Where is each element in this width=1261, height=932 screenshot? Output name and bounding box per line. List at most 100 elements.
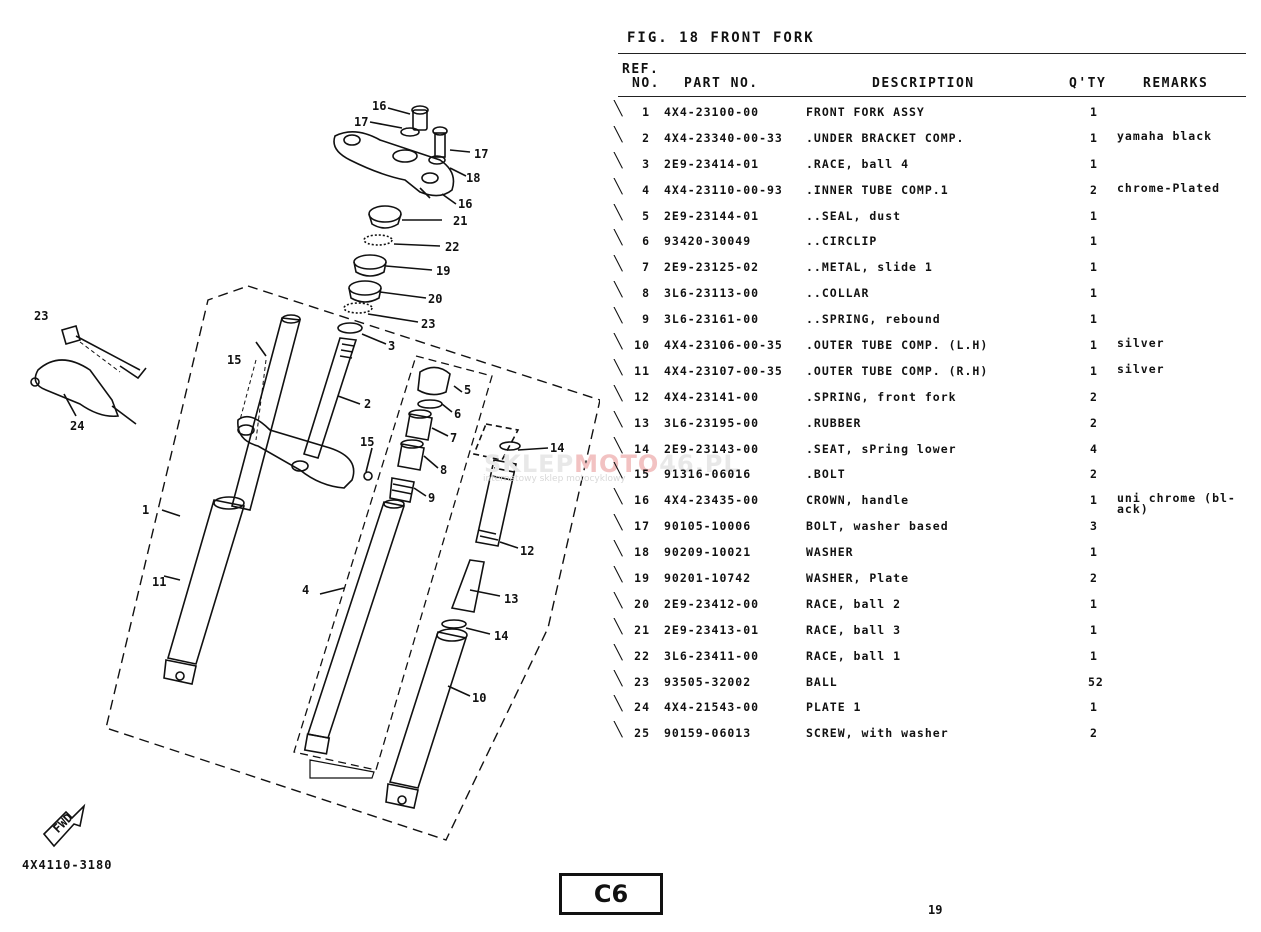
callout-20: 19	[436, 264, 450, 278]
qty-cell: 1	[1090, 208, 1098, 223]
part-number-cell: 3L6-23113-00	[664, 286, 760, 301]
part-number-cell: 2E9-23413-01	[664, 622, 760, 637]
callout-17b: 17	[474, 147, 488, 161]
callout-5: 5	[464, 383, 471, 397]
check-mark-icon: ╲	[614, 256, 624, 273]
check-mark-icon: ╲	[614, 126, 624, 143]
description-cell: CROWN, handle	[806, 493, 910, 508]
callout-4: 4	[302, 583, 309, 597]
description-cell: .UNDER BRACKET COMP.	[806, 130, 965, 145]
description-cell: ..METAL, slide 1	[806, 260, 933, 275]
section-badge: C6	[559, 873, 663, 915]
part-number-cell: 2E9-23412-00	[664, 596, 760, 611]
ref-cell: 12	[634, 389, 650, 404]
callout-13: 13	[504, 592, 518, 606]
description-cell: BALL	[806, 674, 838, 689]
description-cell: BOLT, washer based	[806, 519, 949, 534]
callout-1: 1	[142, 503, 149, 517]
description-cell: RACE, ball 2	[806, 596, 902, 611]
qty-cell: 1	[1090, 596, 1098, 611]
part-number-cell: 4X4-23100-00	[664, 105, 760, 119]
description-cell: .BOLT	[806, 467, 846, 482]
catalog-number: 4X4110-3180	[22, 858, 113, 872]
fwd-arrow-label: FWD	[50, 811, 75, 836]
callout-7: 7	[450, 431, 457, 445]
page-number: 19	[928, 903, 943, 917]
part-number-cell: 4X4-23435-00	[664, 493, 760, 508]
part-number-cell: 3L6-23195-00	[664, 415, 760, 430]
description-cell: .SPRING, front fork	[806, 389, 957, 404]
check-mark-icon: ╲	[614, 334, 624, 351]
check-mark-icon: ╲	[614, 101, 624, 117]
ref-cell: 5	[642, 208, 650, 223]
check-mark-icon: ╲	[614, 592, 624, 609]
description-cell: ..SPRING, rebound	[806, 312, 941, 327]
qty-cell: 2	[1090, 467, 1098, 482]
header-divider	[618, 96, 1246, 97]
description-cell: ..COLLAR	[806, 286, 870, 301]
part-number-cell: 2E9-23144-01	[664, 208, 760, 223]
check-mark-icon: ╲	[614, 411, 624, 428]
callout-14b: 14	[494, 629, 508, 643]
qty-cell: 1	[1090, 260, 1098, 275]
title-divider	[618, 53, 1246, 54]
description-cell: PLATE 1	[806, 700, 862, 715]
part-number-cell: 90105-10006	[664, 519, 752, 534]
ref-cell: 9	[642, 312, 650, 327]
callout-17a: 16	[372, 99, 386, 113]
part-number-cell: 4X4-23106-00-35	[664, 338, 783, 353]
ref-cell: 2	[642, 130, 650, 145]
description-cell: SCREW, with washer	[806, 726, 949, 741]
description-cell: WASHER	[806, 545, 854, 560]
watermark-sub: internetowy sklep motocyklowy	[483, 474, 626, 484]
ref-cell: 15	[634, 467, 650, 482]
ref-cell: 18	[634, 545, 650, 560]
part-number-cell: 2E9-23414-01	[664, 156, 760, 171]
header-remarks: REMARKS	[1143, 76, 1209, 91]
ref-cell: 6	[642, 234, 650, 249]
ref-cell: 4	[642, 182, 650, 197]
qty-cell: 2	[1090, 571, 1098, 586]
ref-cell: 21	[634, 622, 650, 637]
remarks-cell: silver	[1117, 336, 1165, 351]
qty-cell: 2	[1090, 182, 1098, 197]
callout-14a: 14	[550, 441, 564, 455]
ref-cell: 14	[634, 441, 650, 456]
callout-15b: 15	[360, 435, 374, 449]
callout-25: 24	[70, 419, 84, 433]
header-description: DESCRIPTION	[872, 76, 975, 91]
exploded-diagram: 16 17 17 18 16 21 22 19 20 23 3 2 15 15 …	[30, 99, 600, 848]
ref-cell: 22	[634, 648, 650, 663]
part-number-cell: 93505-32002	[664, 674, 752, 689]
qty-cell: 1	[1090, 234, 1098, 249]
qty-cell: 1	[1090, 105, 1098, 119]
header-ref-line1: REF.	[622, 62, 660, 77]
part-number-cell: 2E9-23143-00	[664, 441, 760, 456]
header-ref-line2: NO.	[632, 76, 660, 91]
header-qty: Q'TY	[1069, 76, 1107, 91]
check-mark-icon: ╲	[614, 178, 624, 195]
ref-cell: 16	[634, 493, 650, 508]
ref-cell: 7	[642, 260, 650, 275]
callout-10: 10	[472, 691, 486, 705]
callout-6: 6	[454, 407, 461, 421]
ref-cell: 25	[634, 726, 650, 741]
check-mark-icon: ╲	[614, 463, 624, 480]
ref-cell: 20	[634, 596, 650, 611]
qty-cell: 1	[1090, 338, 1098, 353]
qty-cell: 1	[1090, 156, 1098, 171]
ref-cell: 11	[634, 363, 650, 378]
